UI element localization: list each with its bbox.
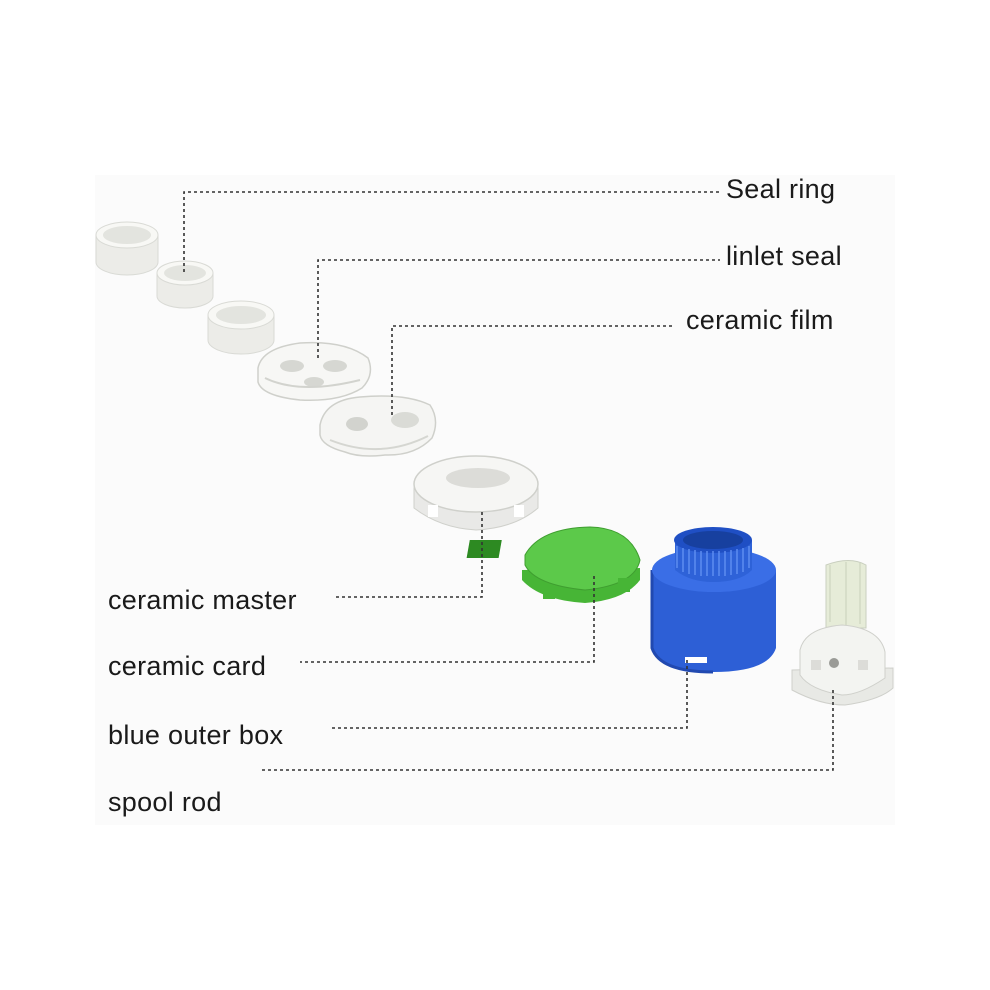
ceramic-film-part bbox=[319, 395, 437, 457]
seal-ring-part-2 bbox=[156, 260, 214, 309]
label-blue-outer-box: blue outer box bbox=[108, 720, 284, 750]
label-ceramic-card: ceramic card bbox=[108, 651, 267, 681]
blue-outer-box-part bbox=[650, 527, 776, 674]
spool-rod-part bbox=[791, 560, 894, 706]
seal-ring-part-1 bbox=[95, 221, 159, 276]
inlet-seal-part bbox=[257, 341, 372, 401]
ceramic-master-part bbox=[413, 455, 539, 531]
leader-ceramic-master bbox=[336, 512, 483, 598]
ceramic-card-part bbox=[466, 526, 641, 603]
label-seal-ring: Seal ring bbox=[726, 174, 836, 204]
label-ceramic-film: ceramic film bbox=[686, 305, 834, 335]
leader-inlet-seal bbox=[317, 259, 720, 358]
leader-blue-outer-box bbox=[330, 660, 688, 729]
label-ceramic-master: ceramic master bbox=[108, 585, 297, 615]
seal-ring-part-3 bbox=[207, 300, 275, 355]
leader-ceramic-card bbox=[300, 576, 595, 663]
leader-seal-ring bbox=[183, 191, 720, 272]
label-inlet-seal: linlet seal bbox=[726, 241, 842, 271]
leader-spool-rod bbox=[260, 690, 834, 771]
label-spool-rod: spool rod bbox=[108, 787, 222, 817]
